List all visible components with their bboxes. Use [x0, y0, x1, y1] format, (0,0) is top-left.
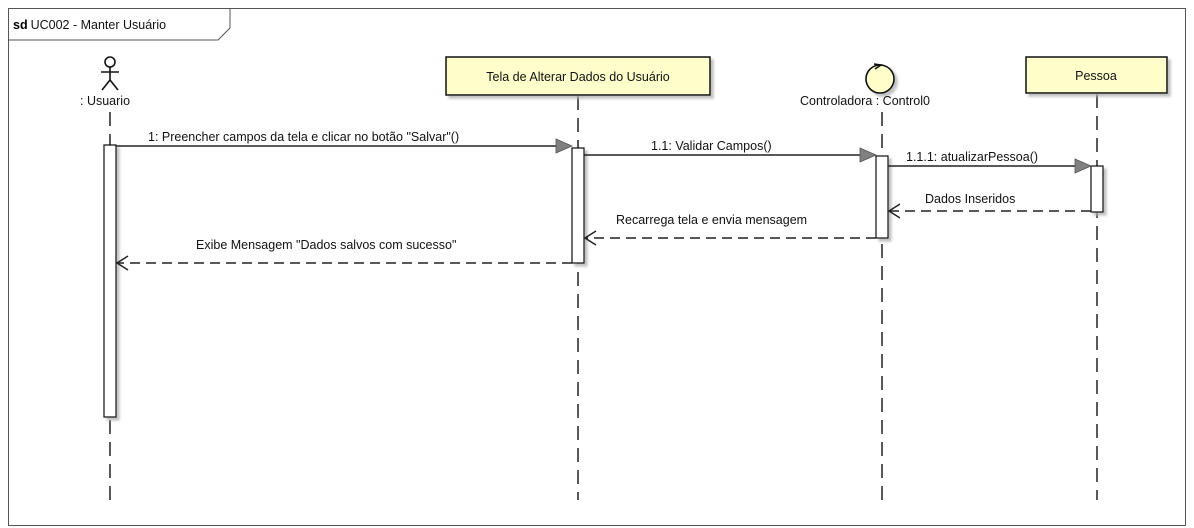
screen-label: Tela de Alterar Dados do Usuário: [486, 70, 669, 84]
arrowhead-1-1: [859, 147, 877, 163]
return-arrow-1-1: [583, 230, 597, 246]
return-arrow-1-1-1: [887, 203, 901, 219]
arrowhead-1-1-1: [1074, 158, 1092, 174]
message-1-1-label: 1.1: Validar Campos(): [651, 139, 772, 153]
screen-head[interactable]: [445, 56, 711, 96]
return-arrow-1: [115, 255, 129, 271]
entity-head[interactable]: [1025, 56, 1168, 94]
control-circle-icon[interactable]: [865, 63, 895, 94]
return-1-1-1-label: Dados Inseridos: [925, 192, 1015, 206]
actor-label: : Usuario: [80, 94, 130, 108]
return-1-label: Exibe Mensagem "Dados salvos com sucesso…: [196, 238, 456, 252]
frame-border: [8, 8, 1186, 526]
message-1-1-1-label: 1.1.1: atualizarPessoa(): [906, 150, 1038, 164]
activation-controller: [875, 155, 889, 239]
return-1-1-label: Recarrega tela e envia mensagem: [616, 213, 807, 227]
arrowhead-1: [555, 138, 573, 154]
message-1-label: 1: Preencher campos da tela e clicar no …: [148, 130, 459, 144]
activation-screen: [571, 147, 585, 264]
activation-entity: [1090, 165, 1104, 213]
actor-stick-figure-icon[interactable]: [101, 56, 119, 91]
frame-label-tab: [8, 8, 231, 41]
activation-actor: [103, 144, 117, 418]
entity-label: Pessoa: [1075, 69, 1117, 83]
controller-label: Controladora : Control0: [800, 94, 930, 108]
